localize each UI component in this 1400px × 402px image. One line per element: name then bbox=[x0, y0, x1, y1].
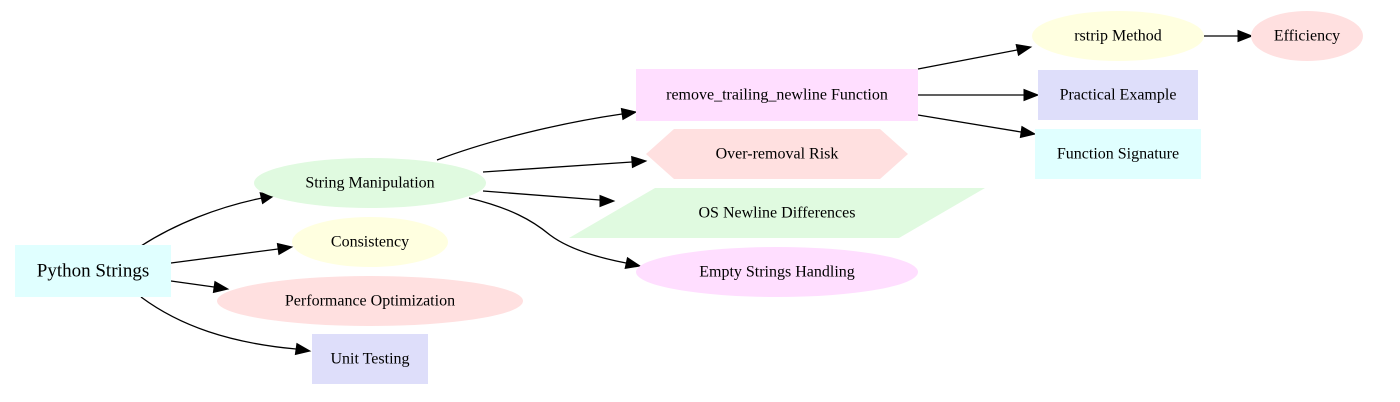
edge-python_strings-to-string_manipulation bbox=[140, 192, 277, 247]
edge-string_manipulation-to-os_newline_differences bbox=[482, 190, 616, 208]
node-shape-ellipse bbox=[1032, 11, 1204, 61]
edge-string_manipulation-to-empty_strings_handling bbox=[468, 197, 642, 270]
edge-line bbox=[468, 197, 627, 264]
node-shape-parallelogram bbox=[569, 188, 985, 238]
edges-layer bbox=[140, 29, 1254, 356]
edge-line bbox=[917, 49, 1018, 70]
node-os-newline-differences: OS Newline Differences bbox=[569, 188, 985, 238]
node-shape-box bbox=[1038, 70, 1198, 120]
arrowhead bbox=[599, 194, 616, 208]
node-label: Performance Optimization bbox=[285, 293, 455, 310]
node-shape-ellipse bbox=[254, 158, 486, 208]
arrowhead bbox=[1015, 43, 1033, 57]
arrowhead bbox=[1019, 125, 1037, 139]
node-label: Consistency bbox=[331, 234, 409, 251]
node-shape-ellipse bbox=[292, 217, 448, 267]
node-unit-testing: Unit Testing bbox=[312, 334, 428, 384]
node-shape-ellipse bbox=[1251, 11, 1363, 61]
node-label: String Manipulation bbox=[305, 175, 434, 192]
node-shape-box bbox=[1035, 129, 1201, 179]
edge-line bbox=[917, 114, 1022, 133]
node-shape-box bbox=[636, 69, 918, 121]
node-label: Over-removal Risk bbox=[716, 146, 839, 163]
node-efficiency: Efficiency bbox=[1251, 11, 1363, 61]
node-empty-strings-handling: Empty Strings Handling bbox=[636, 247, 918, 297]
node-label: Function Signature bbox=[1057, 146, 1179, 163]
node-python-strings: Python Strings bbox=[15, 245, 171, 297]
node-label: remove_trailing_newline Function bbox=[666, 87, 888, 104]
edge-string_manipulation-to-remove_trailing_newline bbox=[436, 107, 638, 161]
arrowhead bbox=[294, 342, 312, 356]
edge-line bbox=[170, 280, 215, 288]
arrowhead bbox=[1237, 29, 1254, 43]
edge-line bbox=[140, 296, 297, 350]
node-label: Empty Strings Handling bbox=[699, 264, 855, 281]
node-label: Practical Example bbox=[1060, 87, 1177, 104]
arrowhead bbox=[620, 107, 638, 121]
edge-remove_trailing_newline-to-rstrip_method bbox=[917, 43, 1033, 70]
edge-rstrip_method-to-efficiency bbox=[1204, 29, 1254, 43]
node-string-manipulation: String Manipulation bbox=[254, 158, 486, 208]
node-shape-box bbox=[15, 245, 171, 297]
node-shape-ellipse bbox=[636, 247, 918, 297]
edge-line bbox=[170, 248, 279, 264]
arrowhead bbox=[212, 280, 230, 294]
arrowhead bbox=[1023, 88, 1040, 102]
node-label: Efficiency bbox=[1274, 28, 1340, 45]
node-shape-box bbox=[312, 334, 428, 384]
nodes-layer: Python Strings String ManipulationConsist… bbox=[15, 11, 1363, 384]
node-shape-hexagon bbox=[646, 129, 908, 179]
edge-remove_trailing_newline-to-practical_example bbox=[918, 88, 1040, 102]
node-label: OS Newline Differences bbox=[699, 205, 856, 222]
node-label: rstrip Method bbox=[1074, 28, 1162, 45]
arrowhead bbox=[276, 242, 294, 256]
edge-string_manipulation-to-over_removal_risk bbox=[482, 155, 648, 173]
arrowhead bbox=[624, 256, 642, 270]
node-consistency: Consistency bbox=[292, 217, 448, 267]
node-label: Unit Testing bbox=[330, 351, 409, 368]
node-remove-trailing-newline: remove_trailing_newline Function bbox=[636, 69, 918, 121]
node-label: Python Strings bbox=[37, 261, 149, 282]
node-shape-ellipse bbox=[217, 276, 523, 326]
edge-python_strings-to-unit_testing bbox=[140, 296, 312, 356]
edge-line bbox=[482, 190, 601, 201]
edge-python_strings-to-performance_optimization bbox=[170, 280, 230, 294]
node-performance-optimization: Performance Optimization bbox=[217, 276, 523, 326]
edge-line bbox=[482, 161, 633, 173]
arrowhead bbox=[631, 155, 648, 169]
node-rstrip-method: rstrip Method bbox=[1032, 11, 1204, 61]
node-practical-example: Practical Example bbox=[1038, 70, 1198, 120]
edge-remove_trailing_newline-to-function_signature bbox=[917, 114, 1037, 139]
node-function-signature: Function Signature bbox=[1035, 129, 1201, 179]
edge-python_strings-to-consistency bbox=[170, 242, 294, 264]
edge-line bbox=[140, 197, 263, 247]
node-over-removal-risk: Over-removal Risk bbox=[646, 129, 908, 179]
edge-line bbox=[436, 113, 623, 161]
